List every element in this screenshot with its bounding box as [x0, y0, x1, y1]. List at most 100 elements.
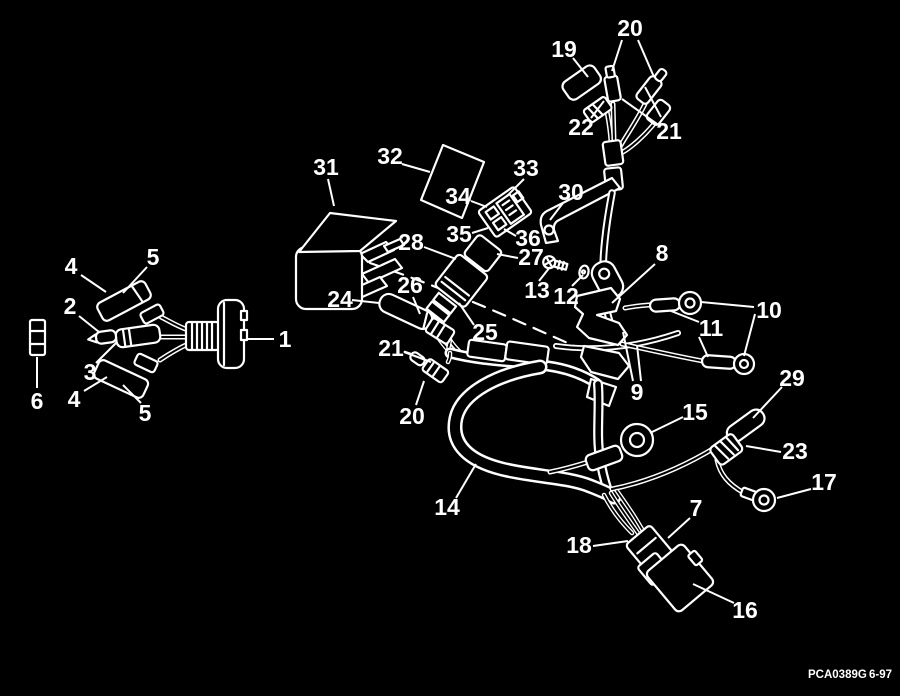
leader-line — [590, 100, 605, 119]
connector-3 — [114, 323, 162, 349]
callout-26: 26 — [397, 272, 423, 298]
relay-31 — [294, 211, 406, 311]
callout-13: 13 — [524, 277, 550, 303]
callout-19: 19 — [551, 36, 577, 62]
leader-line — [455, 463, 477, 499]
callout-31: 31 — [313, 154, 339, 180]
wire-core — [621, 343, 709, 363]
sleeve-5-top — [96, 280, 152, 322]
callout-5: 5 — [139, 400, 152, 426]
leader-line — [401, 163, 431, 173]
callout-27: 27 — [518, 244, 544, 270]
leader-line — [78, 315, 100, 333]
leader-line — [636, 344, 642, 382]
leader-line — [503, 228, 517, 237]
leader-line — [80, 274, 107, 293]
wire-core — [159, 343, 189, 361]
loom-outline — [419, 143, 486, 220]
leader-line — [506, 178, 525, 197]
leader-line — [743, 313, 756, 357]
callout-8: 8 — [656, 240, 669, 266]
bullet-terminal-4-bottom — [133, 352, 159, 374]
leader-line — [95, 341, 118, 364]
callout-24: 24 — [327, 286, 353, 312]
wire-core — [447, 352, 451, 363]
leader-line — [403, 351, 432, 363]
wire-core — [612, 103, 615, 142]
leader-line — [745, 445, 782, 453]
leader-line — [700, 301, 755, 308]
callout-25: 25 — [472, 319, 498, 345]
ribbed-sleeve-26 — [424, 317, 456, 345]
callout-16: 16 — [732, 597, 758, 623]
leader-line — [458, 302, 475, 326]
callout-14: 14 — [434, 494, 460, 520]
leader-line — [611, 39, 623, 72]
bullet-terminal-20a — [603, 64, 622, 103]
leader-line — [351, 299, 380, 304]
wire-core — [611, 446, 717, 490]
callout-22: 22 — [568, 114, 594, 140]
harness-fanout — [378, 292, 602, 389]
leader-line — [496, 253, 519, 259]
leader-line — [122, 266, 148, 294]
callout-4: 4 — [65, 253, 78, 279]
callout-32: 32 — [377, 143, 403, 169]
leader-line — [667, 517, 691, 539]
leader-line — [423, 246, 457, 260]
key-switch-assembly — [28, 280, 249, 399]
callout-29: 29 — [779, 365, 805, 391]
leader-line — [538, 266, 551, 282]
callout-3: 3 — [84, 359, 97, 385]
wire-core — [449, 362, 619, 502]
date-code: 6-97 — [869, 669, 892, 681]
callout-23: 23 — [782, 438, 808, 464]
bullet-connectors-20-21 — [403, 350, 450, 384]
spacer-6 — [28, 318, 47, 357]
callout-21: 21 — [378, 335, 404, 361]
leader-line — [592, 540, 629, 547]
fuse-holder — [477, 186, 533, 238]
callout-5: 5 — [147, 244, 160, 270]
leader-line — [572, 57, 589, 78]
junction-sleeve-upper — [601, 139, 625, 167]
sleeve-connector-19 — [561, 64, 603, 101]
callout-20: 20 — [399, 403, 425, 429]
leader-line — [692, 583, 735, 604]
leader-line — [621, 98, 658, 125]
ring-terminal-15 — [547, 422, 655, 475]
callout-2: 2 — [64, 293, 77, 319]
callout-21: 21 — [656, 118, 682, 144]
callout-15: 15 — [682, 399, 708, 425]
leader-line — [122, 384, 142, 404]
callout-30: 30 — [558, 179, 584, 205]
screw-13 — [542, 255, 569, 271]
callout-1: 1 — [279, 326, 292, 352]
bullet-terminal-21a — [635, 67, 668, 105]
accessory-lead — [609, 408, 777, 513]
wire-core — [554, 331, 680, 350]
callout-10: 10 — [756, 297, 782, 323]
key-switch-body-1 — [184, 298, 249, 370]
ribbed-boot-23 — [709, 433, 744, 466]
callout-35: 35 — [446, 221, 472, 247]
wire-core — [620, 103, 646, 146]
main-connector-assembly — [601, 488, 715, 613]
connector-16 — [645, 543, 715, 613]
bundle-sleeve-b — [504, 340, 550, 366]
leader-line — [622, 331, 634, 382]
leader-line — [327, 178, 335, 207]
ring-wire-b-sleeve — [700, 354, 738, 370]
leader-line — [670, 310, 700, 323]
leader-line — [415, 380, 425, 406]
ring-wire-a-sleeve — [648, 297, 682, 313]
part-code: PCA0389G — [808, 669, 867, 681]
callout-12: 12 — [553, 283, 579, 309]
cable-strap-30 — [539, 176, 622, 245]
connector-cap-27 — [463, 234, 503, 273]
bullet-terminal-4-top — [139, 303, 165, 325]
leader-line — [776, 488, 812, 499]
sleeve-5-bottom — [92, 359, 150, 399]
